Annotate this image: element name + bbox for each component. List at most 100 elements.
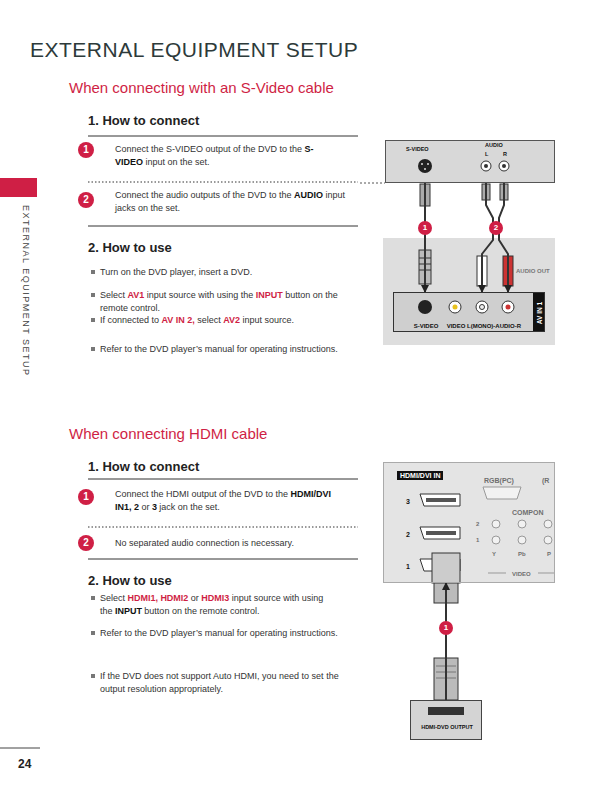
instruction-text: AUDIO bbox=[294, 190, 323, 200]
instruction-text-block: No separated audio connection is necessa… bbox=[115, 537, 350, 550]
top-plugs bbox=[420, 184, 508, 206]
node-text: Pb bbox=[518, 551, 526, 557]
node-text: 1 bbox=[406, 563, 410, 570]
side-tab-text: EXTERNAL EQUIPMENT SETUP bbox=[21, 205, 31, 377]
bullet-text: button on the remote control. bbox=[144, 606, 259, 616]
bullet-text-block: Refer to the DVD player’s manual for ope… bbox=[100, 627, 350, 640]
bullet-text: AV2 bbox=[223, 315, 240, 325]
bullet-text-block: SelectHDMI1,HDMI2orHDMI3input source wit… bbox=[100, 592, 350, 618]
bullet-text: INPUT bbox=[256, 290, 283, 300]
bullet-text: HDMI2 bbox=[160, 593, 188, 603]
bullet-text-block: Refer to the DVD player’s manual for ope… bbox=[100, 343, 360, 356]
dvd-hdmi-output: HDMI-DVD OUTPUT bbox=[410, 700, 482, 740]
section-heading-block: When connecting HDMI cable bbox=[69, 425, 267, 442]
bullet-text: Refer to the DVD player’s manual for ope… bbox=[100, 344, 338, 354]
instruction-text-block: Connect the S-VIDEO output of the DVD to… bbox=[115, 143, 350, 169]
step-number-block: 1 bbox=[78, 489, 94, 505]
node-text: VIDEO bbox=[447, 323, 466, 329]
step-number: 1 bbox=[83, 144, 89, 155]
bullet-text: input source. bbox=[242, 315, 294, 325]
cable-connector bbox=[482, 183, 508, 292]
bullet-text: Select bbox=[100, 593, 125, 603]
bullet-text-block: If the DVD does not support Auto HDMI, y… bbox=[100, 670, 355, 696]
bullet-text: select bbox=[197, 315, 221, 325]
node-text: S-VIDEO bbox=[406, 147, 429, 153]
bullet-text: or bbox=[191, 593, 199, 603]
step-number-block: 1 bbox=[78, 142, 94, 158]
bullet-text-block: If connected toAV IN 2,selectAV2input so… bbox=[100, 314, 350, 327]
dvd-output-panel: S-VIDEOAUDIOLR bbox=[385, 140, 555, 183]
node-text: L bbox=[485, 152, 488, 158]
bullet-text: AV IN 2, bbox=[161, 315, 194, 325]
bullet-text-block: SelectAV1input source with using theINPU… bbox=[100, 289, 350, 315]
instruction-text: Connect the audio outputs of the DVD to … bbox=[115, 190, 292, 200]
node-text: Y bbox=[492, 551, 496, 557]
node-text: VIDEO bbox=[512, 571, 531, 577]
node-text: RGB(PC) bbox=[484, 477, 514, 484]
callout-number: 2 bbox=[489, 221, 503, 235]
bullet-text: If connected to bbox=[100, 315, 159, 325]
bullet-text: AV1 bbox=[127, 290, 144, 300]
callout-number: 1 bbox=[439, 621, 453, 635]
page-number-block: 24 bbox=[18, 757, 31, 771]
bullet-text: input source with using the bbox=[147, 290, 254, 300]
instruction-text: input on the set. bbox=[145, 157, 209, 167]
rgb-port bbox=[483, 487, 521, 499]
cable-line bbox=[499, 183, 508, 292]
sub-heading: 2. How to use bbox=[88, 240, 172, 255]
section-tab bbox=[0, 178, 37, 197]
instruction-text: or bbox=[141, 502, 149, 512]
tv-plugs bbox=[419, 250, 513, 286]
step-number: 2 bbox=[83, 537, 89, 548]
node-text: 3 bbox=[406, 498, 410, 505]
bullets bbox=[91, 270, 95, 678]
node-text: R bbox=[503, 152, 507, 158]
step-number: 1 bbox=[83, 491, 89, 502]
node-text: HDMI/DVI IN bbox=[397, 471, 443, 480]
jack-label: AUDIO OUT bbox=[516, 268, 550, 274]
sub-heading-block: 1. How to connect bbox=[88, 459, 199, 474]
sub-heading-block: 2. How to use bbox=[88, 240, 172, 255]
panel-edge bbox=[360, 183, 385, 184]
callout-number: 1 bbox=[418, 221, 432, 235]
dvd-jacks bbox=[418, 159, 509, 173]
instruction-text: Connect the S-VIDEO output of the DVD to… bbox=[115, 144, 302, 154]
tv-panel bbox=[383, 238, 555, 345]
instruction-text-block: Connect the audio outputs of the DVD to … bbox=[115, 189, 350, 215]
bullet-text: HDMI3 bbox=[201, 593, 229, 603]
hdmi-plug bbox=[432, 553, 460, 583]
instruction-text: No separated audio connection is necessa… bbox=[115, 538, 294, 548]
node-text: HDMI-DVD OUTPUT bbox=[421, 725, 473, 731]
sub-heading-block: 1. How to connect bbox=[88, 113, 199, 128]
node-text: P bbox=[547, 551, 551, 557]
bullet-text-block: Turn on the DVD player, insert a DVD. bbox=[100, 266, 350, 279]
cable-connector bbox=[446, 583, 447, 700]
bullet-text: HDMI1, bbox=[127, 593, 158, 603]
av-jacks bbox=[418, 300, 514, 314]
cable-connector bbox=[425, 183, 426, 292]
node-text: 1 bbox=[476, 537, 479, 543]
node-text: (R bbox=[542, 477, 549, 484]
section-heading: When connecting HDMI cable bbox=[69, 425, 267, 442]
component-jacks bbox=[492, 520, 552, 544]
node-text: S-VIDEO bbox=[414, 323, 439, 329]
node-text: AV IN 1 bbox=[537, 302, 544, 324]
cable-line bbox=[424, 183, 426, 292]
av-strip bbox=[393, 292, 545, 332]
bullet-text: Refer to the DVD player’s manual for ope… bbox=[100, 628, 338, 638]
bullet-text: INPUT bbox=[115, 606, 142, 616]
bullet-text: Turn on the DVD player, insert a DVD. bbox=[100, 267, 252, 277]
step-number-block: 2 bbox=[78, 535, 94, 551]
bullet-text: If the DVD does not support Auto HDMI, y… bbox=[100, 671, 339, 694]
instruction-text: jack on the set. bbox=[159, 502, 220, 512]
cable-line bbox=[445, 583, 447, 700]
sub-heading: 1. How to connect bbox=[88, 459, 199, 474]
rules bbox=[88, 136, 358, 559]
page-number: 24 bbox=[18, 757, 31, 771]
hdmi-panel bbox=[383, 462, 555, 583]
section-heading-block: When connecting with an S-Video cable bbox=[69, 79, 334, 96]
side-tab-text-block: EXTERNAL EQUIPMENT SETUP bbox=[21, 205, 31, 377]
dvd-panel bbox=[385, 140, 555, 183]
instruction-text: Connect the HDMI output of the DVD to th… bbox=[115, 489, 288, 499]
tv-av-input-panel: S-VIDEOVIDEOL(MONO)-AUDIO-RAV IN 1 bbox=[393, 292, 545, 332]
